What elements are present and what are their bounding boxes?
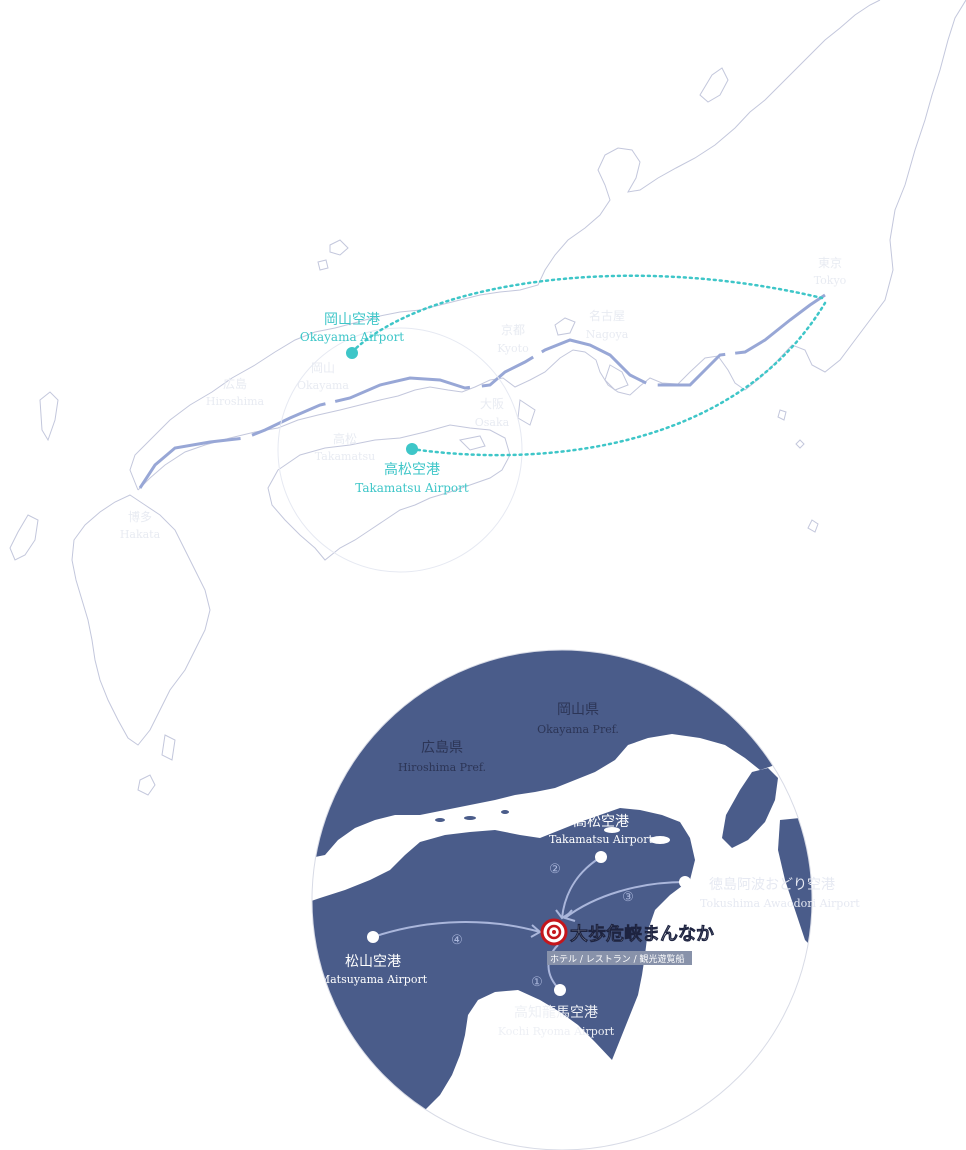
city-tokyo-ja: 東京 (818, 256, 842, 270)
destination-marker[interactable]: 大歩危峡まんなか ホテル / レストラン / 観光遊覧船 (540, 918, 714, 965)
route-okayama-tokyo (350, 274, 824, 354)
route-3-number: ③ (622, 890, 634, 905)
inset-kochi-dot[interactable] (554, 984, 566, 996)
pref-okayama-ja: 岡山県 (557, 702, 599, 718)
city-tokyo-en: Tokyo (814, 274, 847, 287)
city-nagoya-en: Nagoya (586, 328, 629, 341)
inset-matsuyama-en: Matsuyama Airport (319, 973, 428, 986)
city-kyoto-ja: 京都 (501, 323, 525, 337)
pref-hiroshima-ja: 広島県 (421, 740, 463, 756)
inset-takamatsu-dot[interactable] (595, 851, 607, 863)
city-hakata-en: Hakata (120, 528, 161, 541)
city-takamatsu-en: Takamatsu (315, 450, 375, 463)
inset-land-kii (778, 818, 812, 950)
coastline-shikoku (267, 399, 536, 561)
inset-takamatsu-en: Takamatsu Airport (549, 833, 654, 846)
city-nagoya-ja: 名古屋 (589, 308, 625, 323)
okayama-airport-dot[interactable] (346, 347, 358, 359)
rail-line (138, 293, 826, 489)
inset-land-chugoku (312, 650, 812, 860)
city-hiroshima-ja: 広島 (223, 376, 247, 391)
takamatsu-airport-label-en: Takamatsu Airport (355, 481, 469, 495)
destination-logo-text: 大歩危峡まんなか (570, 923, 714, 945)
city-osaka-en: Osaka (475, 416, 510, 429)
inset-kochi-ja: 高知龍馬空港 (514, 1004, 598, 1021)
okayama-airport-label-en: Okayama Airport (300, 330, 404, 344)
decor-circle (277, 327, 523, 573)
coastline-honshu (129, 0, 966, 533)
takamatsu-airport-dot[interactable] (406, 443, 418, 455)
inset-map (312, 650, 812, 1150)
city-hakata-ja: 博多 (128, 509, 152, 524)
destination-subtitle-bg (547, 951, 692, 965)
destination-subtitle: ホテル / レストラン / 観光遊覧船 (550, 953, 685, 965)
inset-land-shikoku (312, 808, 695, 1110)
city-osaka-ja: 大阪 (480, 397, 504, 411)
city-okayama-en: Okayama (297, 379, 349, 392)
coastline-kyushu (9, 391, 211, 796)
pref-okayama-en: Okayama Pref. (537, 723, 619, 736)
takamatsu-airport-label-ja: 高松空港 (384, 461, 440, 478)
inset-tokushima-ja: 徳島阿波おどり空港 (709, 877, 835, 893)
inset-border (311, 649, 813, 1150)
inset-kochi-en: Kochi Ryoma Airport (498, 1025, 615, 1038)
city-okayama-ja: 岡山 (311, 361, 335, 375)
inset-tokushima-en: Tokushima Awaodori Airport (700, 897, 860, 910)
city-kyoto-en: Kyoto (497, 342, 529, 355)
inset-tokushima-dot[interactable] (679, 876, 691, 888)
inset-takamatsu-ja: 高松空港 (573, 813, 629, 830)
okayama-airport-label-ja: 岡山空港 (324, 312, 380, 328)
inset-land-awaji (722, 768, 778, 848)
route-1-number: ① (531, 975, 543, 990)
inset-matsuyama-dot[interactable] (367, 931, 379, 943)
route-4-number: ④ (451, 933, 463, 948)
route-3-line (564, 881, 686, 919)
pref-hiroshima-en: Hiroshima Pref. (398, 761, 486, 774)
route-takamatsu-tokyo (410, 301, 827, 457)
route-2-line (561, 856, 602, 919)
city-hiroshima-en: Hiroshima (206, 395, 265, 408)
route-2-number: ② (549, 862, 561, 877)
inset-matsuyama-ja: 松山空港 (345, 954, 401, 970)
route-4-line (372, 921, 541, 938)
city-takamatsu-ja: 高松 (333, 431, 357, 446)
